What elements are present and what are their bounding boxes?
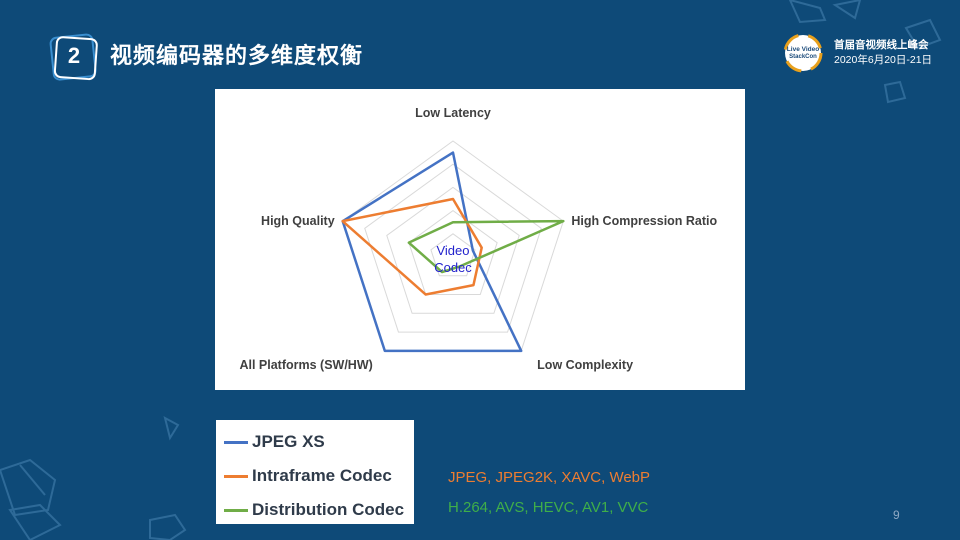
legend-label: JPEG XS (252, 432, 325, 451)
conference-logo-icon: Live Video StackCon (783, 33, 823, 73)
radar-axis-label: Low Latency (415, 106, 491, 120)
logo-text-top: Live Video (787, 46, 819, 53)
chart-legend: JPEG XS Intraframe Codec Distribution Co… (216, 420, 414, 524)
distribution-examples: H.264, AVS, HEVC, AV1, VVC (448, 499, 649, 516)
logo-text-bottom: StackCon (789, 54, 817, 60)
conference-name: 首届音视频线上峰会 (834, 39, 929, 51)
radar-axis-label: High Compression Ratio (571, 214, 717, 228)
legend-item-jpeg-xs: JPEG XS (224, 430, 325, 454)
intraframe-examples: JPEG, JPEG2K, XAVC, WebP (448, 469, 651, 486)
page-number: 9 (893, 508, 900, 522)
legend-item-intraframe: Intraframe Codec (224, 464, 392, 488)
section-badge: 2 (48, 30, 100, 82)
legend-label: Intraframe Codec (252, 466, 392, 485)
conference-info: 首届音视频线上峰会 2020年6月20日-21日 (834, 38, 932, 68)
legend-line-distribution (224, 508, 248, 512)
legend-line-intraframe (224, 474, 248, 478)
slide-title: 视频编码器的多维度权衡 (110, 43, 364, 68)
rounded-square-icon (49, 33, 98, 81)
legend-label: Distribution Codec (252, 500, 405, 519)
conference-logo: Live Video StackCon (778, 33, 828, 73)
conference-date: 2020年6月20日-21日 (834, 54, 933, 66)
legend-line-jpeg-xs (224, 440, 248, 444)
radar-grid-ring (386, 186, 520, 314)
radar-center-label: Codec (434, 260, 472, 275)
radar-axis-label: All Platforms (SW/HW) (239, 358, 372, 372)
radar-axis-label: Low Complexity (537, 358, 633, 372)
radar-series-intraframe-codec (341, 197, 483, 296)
radar-axis-label: High Quality (261, 214, 335, 228)
radar-series-distribution-codec (407, 219, 565, 274)
radar-grid-ring (364, 163, 542, 333)
section-number: 2 (67, 43, 81, 68)
radar-series-jpeg-xs (341, 151, 523, 353)
radar-grid-ring (408, 209, 498, 296)
radar-center-label: Video (436, 243, 469, 258)
legend-item-distribution: Distribution Codec (224, 498, 404, 522)
